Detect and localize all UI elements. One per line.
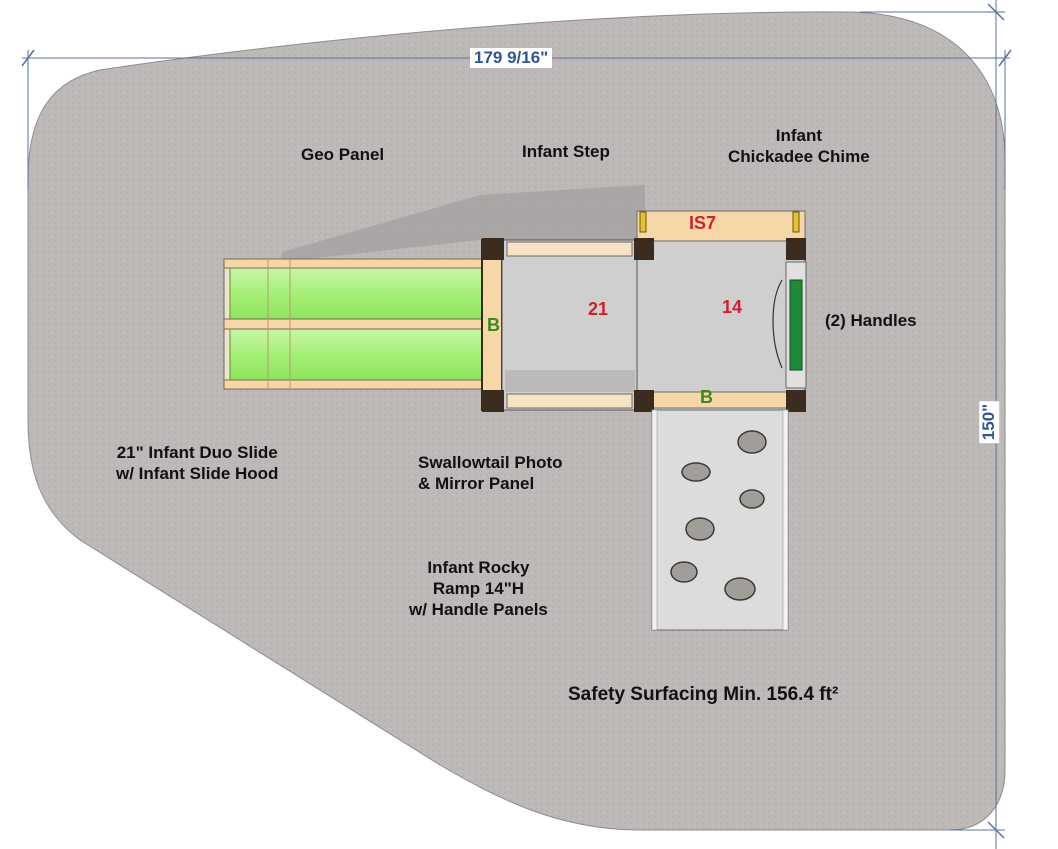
- rock: [670, 561, 698, 583]
- rock: [737, 430, 767, 454]
- posts: [482, 238, 806, 412]
- rock: [724, 577, 756, 601]
- surfacing-label: Safety Surfacing Min. 156.4 ft²: [568, 684, 839, 705]
- slide-label-line1: 21" Infant Duo Slide: [116, 443, 278, 462]
- photo-label-line2: & Mirror Panel: [418, 474, 535, 493]
- climbing-rocks: [670, 430, 767, 601]
- infant-step-is7: [636, 210, 806, 242]
- barrier-left-letter: B: [487, 315, 500, 335]
- chime-label-line2: Chickadee Chime: [728, 147, 870, 166]
- rock: [685, 517, 715, 541]
- ramp-label-line1: Infant Rocky: [427, 558, 530, 577]
- rock: [681, 462, 711, 482]
- ramp-label-line3: w/ Handle Panels: [409, 600, 548, 619]
- barrier-bottom-letter: B: [700, 387, 713, 407]
- deck-21-number: 21: [588, 299, 609, 319]
- width-dimension-label: 179 9/16": [470, 48, 553, 68]
- geo-panel-label: Geo Panel: [301, 145, 385, 164]
- infant-duo-slide: [223, 258, 487, 390]
- infant-rocky-ramp: [651, 409, 789, 631]
- slide-label: 21" Infant Duo Slide w/ Infant Slide Hoo…: [116, 442, 278, 484]
- photo-label-line1: Swallowtail Photo: [418, 453, 563, 472]
- photo-panel-label: Swallowtail Photo & Mirror Panel: [418, 452, 563, 494]
- handles-label: (2) Handles: [825, 311, 917, 330]
- chime-label-line1: Infant: [775, 126, 822, 145]
- deck-21: [501, 239, 638, 411]
- deck-14-number: 14: [722, 297, 743, 317]
- height-dimension-label: 150": [979, 400, 1000, 444]
- rock: [739, 489, 765, 509]
- step-is7-label: IS7: [689, 213, 717, 233]
- chime-label: Infant Chickadee Chime: [728, 125, 870, 167]
- infant-step-label: Infant Step: [522, 142, 610, 161]
- ramp-label-line2: Ramp 14"H: [432, 579, 525, 598]
- slide-label-line2: w/ Infant Slide Hood: [116, 464, 279, 483]
- ramp-label: Infant Rocky Ramp 14"H w/ Handle Panels: [409, 557, 548, 620]
- structure-shadow: [280, 185, 645, 262]
- deck-14: [636, 239, 807, 411]
